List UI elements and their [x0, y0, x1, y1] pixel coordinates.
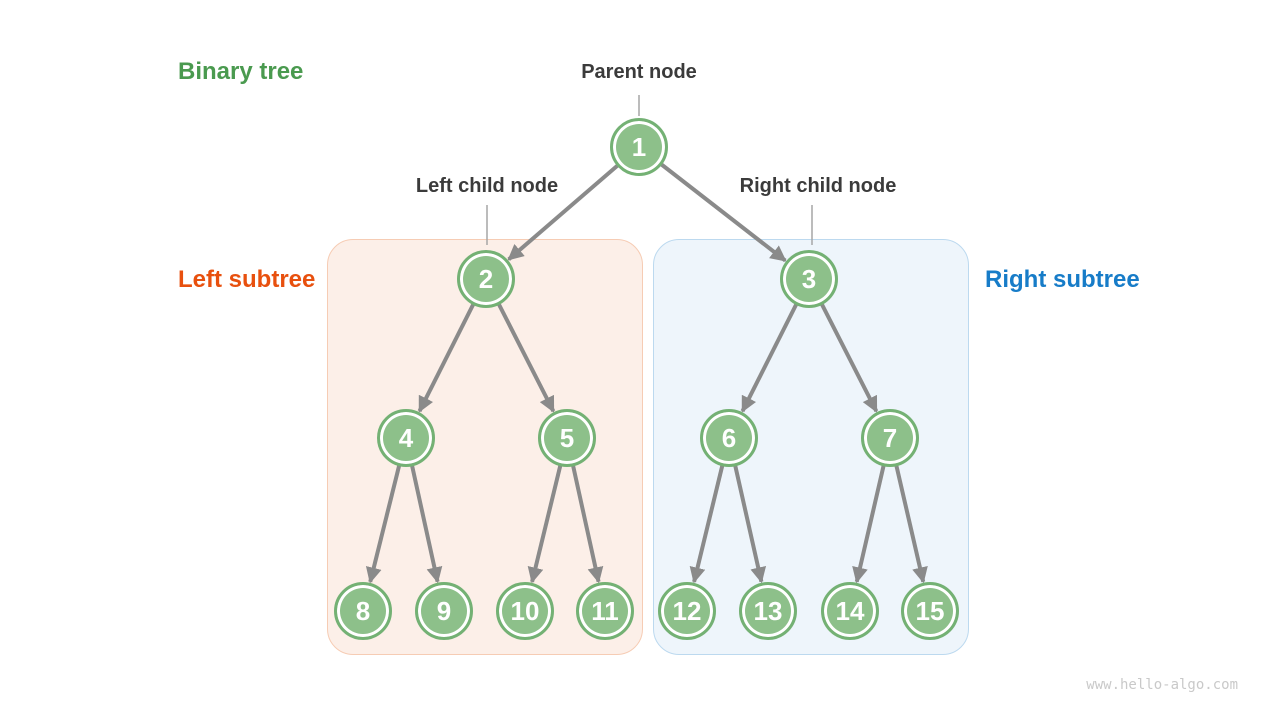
tree-node: 9: [415, 582, 473, 640]
tree-node: 2: [457, 250, 515, 308]
tree-edge-arrows: [365, 145, 928, 584]
parent-node-label: Parent node: [581, 61, 697, 83]
tree-node: 7: [861, 409, 919, 467]
tree-node: 3: [780, 250, 838, 308]
tree-node: 6: [700, 409, 758, 467]
right-subtree-label: Right subtree: [985, 266, 1140, 293]
watermark-text: www.hello-algo.com: [1086, 677, 1238, 693]
tree-node: 12: [658, 582, 716, 640]
tree-node: 11: [576, 582, 634, 640]
right-child-node-label: Right child node: [739, 175, 897, 197]
left-subtree-label: Left subtree: [178, 266, 316, 293]
tree-node: 8: [334, 582, 392, 640]
tree-node: 13: [739, 582, 797, 640]
tree-node: 4: [377, 409, 435, 467]
tree-edge-arrow: [637, 145, 787, 263]
tree-node: 14: [821, 582, 879, 640]
tree-node: 5: [538, 409, 596, 467]
tree-node: 1: [610, 118, 668, 176]
tree-node: 10: [496, 582, 554, 640]
diagram-title: Binary tree: [178, 58, 304, 85]
tree-node: 15: [901, 582, 959, 640]
left-child-node-label: Left child node: [415, 175, 559, 197]
